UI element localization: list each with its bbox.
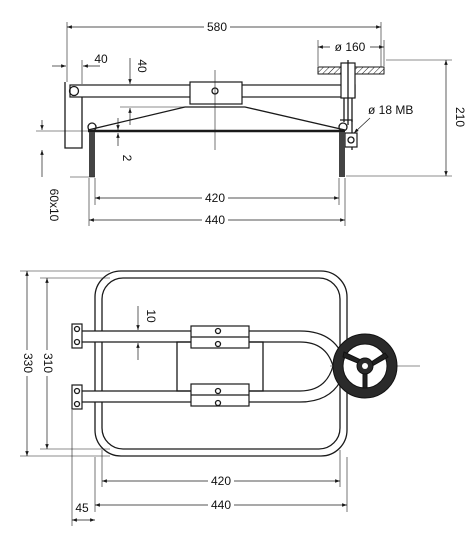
dim-gasket: 60x10 [47, 189, 61, 222]
dim-outer-depth: 330 [21, 353, 35, 373]
dim-arm-height: 40 [135, 59, 149, 73]
bracket-top-bolt-icon [214, 327, 222, 335]
hinge-pin-icon [68, 85, 80, 97]
frame-inner [101, 277, 341, 450]
gasket-left-icon [87, 122, 97, 132]
dim-gap: 2 [120, 155, 134, 162]
dim-plan-inner-width: 420 [211, 474, 231, 488]
dim-offset-left: 40 [94, 52, 108, 66]
clamp-block [344, 132, 358, 148]
hinge-bolt-bottom-icon [73, 387, 81, 395]
side-view: 580 ø 160 40 40 2 ø 18 MB 210 [36, 20, 467, 227]
dim-overall-height: 210 [453, 107, 467, 127]
dim-outer-width: 440 [205, 213, 225, 227]
bracket-top-bolt2-icon [214, 340, 222, 348]
center-block [189, 81, 243, 105]
hinge-bracket [64, 82, 83, 149]
hinge-bolt-top-icon [73, 325, 81, 333]
bracket-bottom-bolt2-icon [214, 399, 222, 407]
hinge-bolt-bottom2-icon [73, 400, 81, 408]
bracket-bottom-bolt-icon [214, 387, 222, 395]
hinge-plate-top [71, 323, 83, 349]
handwheel-icon [332, 333, 398, 399]
dim-hinge-offset: 45 [75, 501, 89, 515]
neck-wall-right [339, 132, 345, 177]
neck-wall-left [89, 132, 95, 177]
dim-inner-depth: 310 [41, 353, 55, 373]
hinge-plate-bottom [71, 384, 83, 410]
dim-bolt-size: ø 18 MB [368, 103, 413, 117]
plan-view: 10 330 310 420 440 45 [20, 270, 420, 526]
frame-outer [94, 270, 348, 457]
dim-plan-outer-width: 440 [211, 498, 231, 512]
hinge-bolt-top2-icon [73, 338, 81, 346]
domed-cover [87, 106, 346, 131]
dim-handwheel-diameter: ø 160 [335, 40, 366, 54]
dim-inner-width: 420 [205, 191, 225, 205]
gasket-right-icon [338, 122, 348, 132]
dim-580: 580 [207, 20, 227, 34]
dim-arm-width: 10 [144, 309, 158, 323]
clamp-bolt-icon [347, 136, 355, 144]
